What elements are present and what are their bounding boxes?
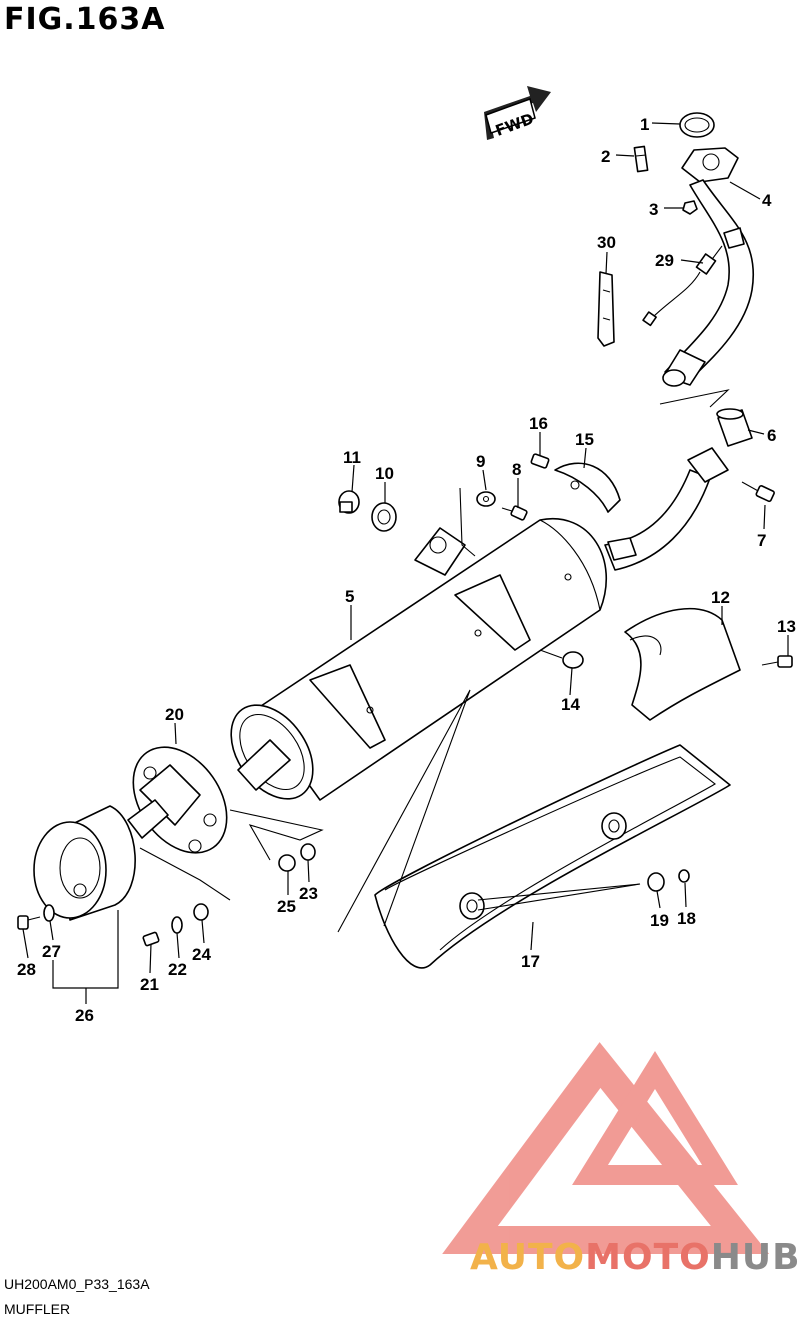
part-1-gasket [679,112,715,138]
callout-9: 9 [476,452,485,471]
callout-4: 4 [762,191,772,210]
part-30-bracket [597,271,615,347]
brand-part-moto: MOTO [585,1237,711,1278]
callout-13: 13 [777,617,796,636]
part-8-bolt [501,505,528,521]
part-13-bolt [761,655,793,668]
leader-lines [22,122,789,1004]
part-11-collar [338,490,360,514]
part-22-washer [171,916,183,934]
part-6-seal [716,408,753,447]
part-12-heat-shield [624,607,741,721]
callout-24: 24 [192,945,211,964]
part-28-screw [17,915,29,930]
callout-labels: 1 2 3 4 5 6 7 8 9 10 11 12 13 14 15 16 1… [17,115,796,1025]
callout-28: 28 [17,960,36,979]
part-3-nut [682,200,698,215]
callout-5: 5 [345,587,354,606]
part-18-bolt [678,869,690,883]
callout-19: 19 [650,911,669,930]
part-24-washer [193,903,209,921]
part-26-tail-cover [33,805,136,921]
part-27-washer [43,904,55,922]
part-14-cap [562,651,584,669]
callout-22: 22 [168,960,187,979]
brand-part-auto: AUTO [470,1237,586,1278]
callout-10: 10 [375,464,394,483]
part-15-cover [554,462,621,513]
callout-18: 18 [677,909,696,928]
callout-21: 21 [140,975,159,994]
part-23-nut [300,843,316,861]
callout-16: 16 [529,414,548,433]
figure-name: MUFFLER [4,1301,71,1317]
callout-23: 23 [299,884,318,903]
brand-part-hub: HUB [710,1237,800,1278]
part-19-grommet [647,872,665,892]
callout-7: 7 [757,531,766,550]
automotohub-logo [442,1042,770,1254]
figure-code: UH200AM0_P33_163A [4,1276,150,1292]
fwd-arrow-icon: FWD [484,86,551,140]
part-5-muffler-body [230,447,729,801]
callout-27: 27 [42,942,61,961]
callout-12: 12 [711,588,730,607]
callout-1: 1 [640,115,649,134]
part-20-end-cap [127,746,228,854]
part-4-exhaust-pipe [662,147,755,387]
part-17-lower-cover [374,744,731,969]
callout-6: 6 [767,426,776,445]
part-9-washer [476,491,496,507]
callout-30: 30 [597,233,616,252]
brand-wordmark: AUTOMOTOHUB [470,1237,800,1278]
callout-2: 2 [601,147,610,166]
part-16-bolt [530,453,550,469]
callout-25: 25 [277,897,296,916]
part-10-grommet [371,502,397,532]
callout-14: 14 [561,695,580,714]
callout-15: 15 [575,430,594,449]
callout-20: 20 [165,705,184,724]
callout-29: 29 [655,251,674,270]
callout-11: 11 [343,448,361,467]
callout-3: 3 [649,200,658,219]
figure-title: FIG.163A [4,2,166,37]
part-2-stud [633,145,649,173]
part-29-o2-sensor [642,245,723,327]
callout-17: 17 [521,952,540,971]
callout-26: 26 [75,1006,94,1025]
part-7-bolt [741,481,775,503]
part-21-bolt [142,931,160,947]
callout-8: 8 [512,460,521,479]
part-25-washer [278,854,296,872]
